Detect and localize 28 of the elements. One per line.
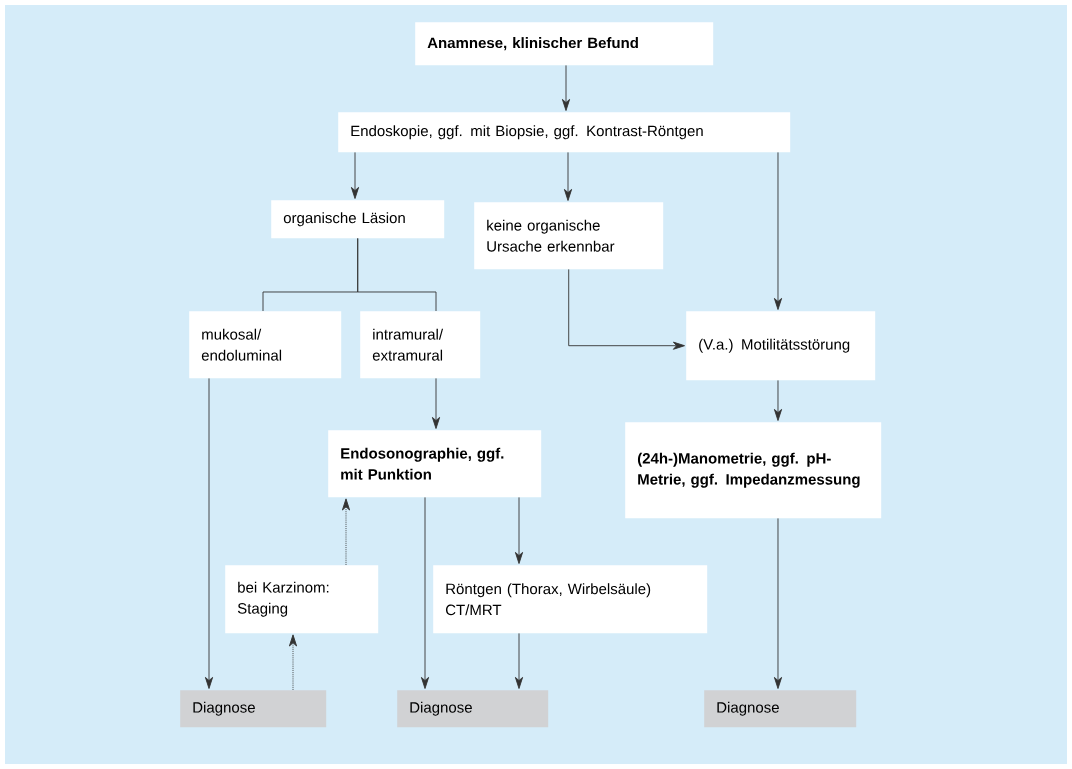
process-box: intramural/ extramural	[360, 311, 481, 379]
arrow	[288, 634, 298, 691]
process-box: keine organische Ursache erkennbar	[474, 202, 664, 270]
process-box: Endosonographie, ggf. mit Punktion	[328, 430, 542, 498]
process-box: bei Karzinom: Staging	[225, 565, 379, 634]
arrow	[514, 496, 524, 564]
process-box: mukosal/ endoluminal	[189, 311, 342, 379]
process-box: (V.a.) Motilitätsstörung	[686, 311, 876, 381]
process-box: Anamnese, klinischer Befund	[415, 22, 714, 66]
arrow	[561, 64, 571, 111]
arrow	[204, 377, 214, 689]
arrow	[514, 632, 524, 689]
result-box: Diagnose	[704, 690, 857, 728]
result-box: Diagnose	[397, 690, 549, 728]
arrow	[341, 498, 351, 566]
arrow	[773, 151, 783, 310]
arrow	[431, 377, 441, 429]
arrow	[420, 496, 430, 689]
process-box: organische Läsion	[271, 200, 445, 239]
arrow	[350, 151, 360, 199]
process-box: Endoskopie, ggf. mit Biopsie, ggf. Kontrast-Röntgen	[338, 112, 791, 153]
arrow	[773, 379, 783, 421]
process-box: (24h-)Manometrie, ggf. pH-Metrie, ggf. Impedanzmessung	[625, 422, 882, 519]
process-box: Röntgen (Thorax, Wirbelsäule) CT/MRT	[433, 565, 708, 634]
arrow	[563, 151, 573, 201]
arrow	[568, 268, 685, 350]
arrow	[773, 517, 783, 689]
result-box: Diagnose	[180, 690, 327, 728]
